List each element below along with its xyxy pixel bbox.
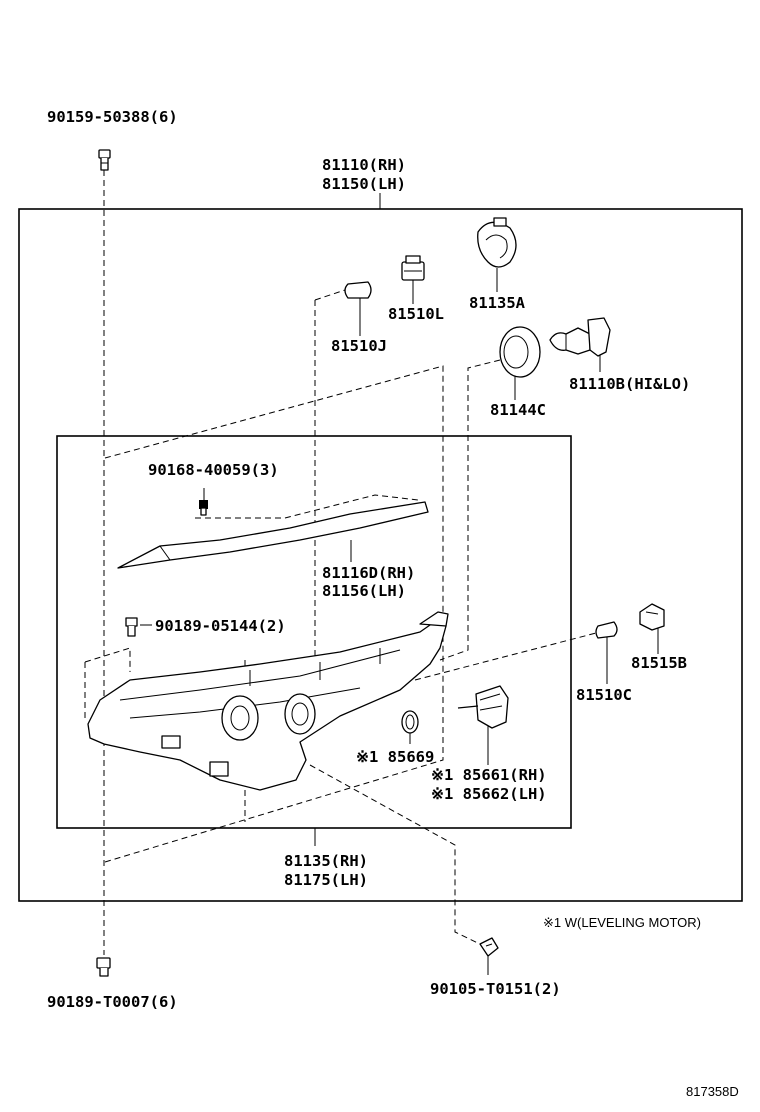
bulb-81510j-icon (344, 281, 372, 299)
socket-81510l-icon (401, 255, 425, 281)
label-81515b: 81515B (631, 654, 687, 672)
label-81175: 81175(LH) (284, 871, 368, 889)
label-81144c: 81144C (490, 401, 546, 419)
label-90189-05144: 90189-05144(2) (155, 617, 286, 635)
cap-81144c-icon (499, 326, 541, 378)
label-81116d: 81116D(RH) (322, 564, 415, 582)
alignment-dashed-lines (84, 160, 601, 955)
label-85669: ※1 85669 (356, 748, 434, 766)
label-85662: ※1 85662(LH) (431, 785, 547, 803)
assembly-frame (18, 208, 743, 902)
screw-90168-icon (199, 500, 208, 516)
label-81150: 81150(LH) (322, 175, 406, 193)
label-81510j: 81510J (331, 337, 387, 355)
socket-81515b-icon (639, 603, 665, 631)
screw-90105-icon (479, 937, 499, 957)
bolt-90189-t0007-icon (96, 957, 111, 977)
label-90105: 90105-T0151(2) (430, 980, 561, 998)
bolt-90159-icon (98, 149, 111, 171)
footnote-leveling-motor: ※1 W(LEVELING MOTOR) (543, 915, 701, 930)
label-90168: 90168-40059(3) (148, 461, 279, 479)
label-81110: 81110(RH) (322, 156, 406, 174)
part-labels: 90159-50388(6) 81110(RH) 81150(LH) 81135… (47, 108, 690, 1011)
label-85661: ※1 85661(RH) (431, 766, 547, 784)
leader-lines (140, 193, 659, 975)
bulb-81110b-icon (549, 317, 611, 357)
trim-molding-81116d-icon (117, 501, 429, 569)
label-81510l: 81510L (388, 305, 444, 323)
socket-81135a-icon (477, 217, 517, 268)
headlamp-housing-81135-icon (87, 611, 449, 791)
clip-90189-05144-icon (125, 617, 138, 637)
label-90189-t0007: 90189-T0007(6) (47, 993, 178, 1011)
label-81135: 81135(RH) (284, 852, 368, 870)
housing-subassembly-frame (56, 435, 572, 829)
bulb-81510c-icon (595, 621, 618, 639)
label-81510c: 81510C (576, 686, 632, 704)
label-81156: 81156(LH) (322, 582, 406, 600)
leveling-motor-85661-icon (457, 685, 509, 729)
catalog-code: 817358D (686, 1084, 739, 1099)
o-ring-85669-icon (401, 710, 419, 734)
label-90159: 90159-50388(6) (47, 108, 178, 126)
label-81110b: 81110B(HI&LO) (569, 375, 690, 393)
label-81135a: 81135A (469, 294, 526, 312)
